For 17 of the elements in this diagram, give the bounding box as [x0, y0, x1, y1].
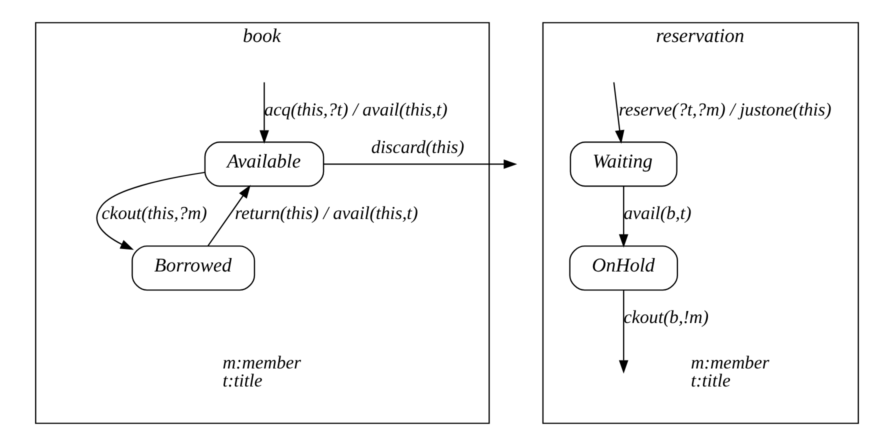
arrow	[260, 82, 269, 144]
node-box: OnHold	[569, 245, 678, 291]
node-box: Available	[204, 142, 324, 187]
edge-label: reserve(?t,?m) / justone(this)	[618, 99, 832, 120]
edge-label: return(this) / avail(this,t)	[234, 203, 418, 224]
arrow	[618, 186, 628, 248]
edge-label: ckout(b,!m)	[624, 307, 709, 328]
edge-label: avail(b,t)	[624, 203, 692, 224]
node-box: Borrowed	[132, 245, 256, 291]
arrow	[618, 290, 628, 374]
edge-label: discard(this)	[371, 137, 464, 158]
edge-label: ckout(this,?m)	[102, 203, 208, 224]
arrow	[324, 159, 518, 169]
arrow	[208, 184, 251, 246]
arrow	[613, 82, 624, 144]
node-box: Waiting	[570, 142, 678, 187]
arrow	[96, 172, 205, 250]
